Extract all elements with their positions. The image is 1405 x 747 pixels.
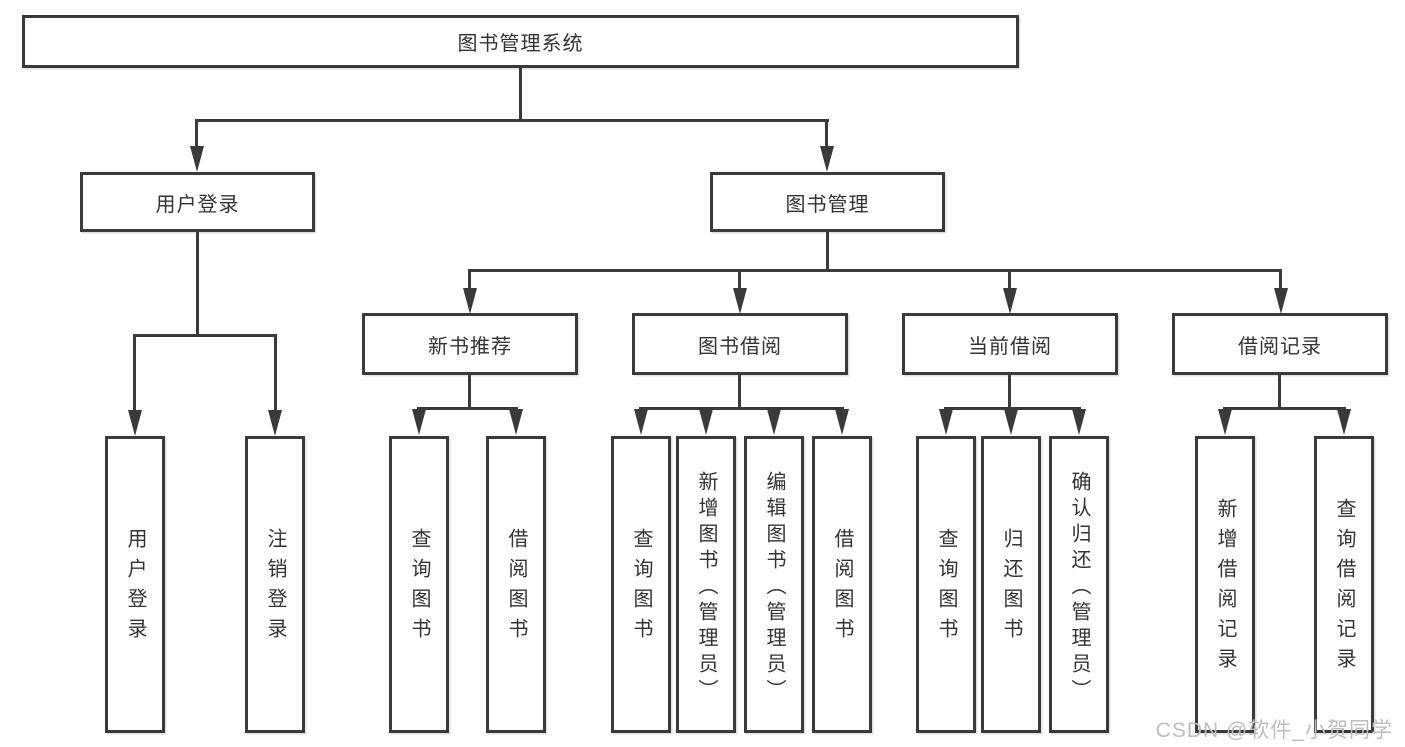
node-new-book-recommend: 新书推荐 <box>362 313 578 375</box>
leaf-borrow-edit-book-admin: 编辑图书（管理员） <box>744 436 804 733</box>
leaf-current-return-book: 归还图书 <box>981 436 1041 733</box>
leaf-label: 确认归还（管理员） <box>1068 470 1090 705</box>
node-book-borrow: 图书借阅 <box>632 313 848 375</box>
connector-line <box>826 232 829 272</box>
leaf-recommend-borrow-book: 借阅图书 <box>486 436 546 733</box>
connector-line <box>738 375 741 409</box>
leaf-label: 借阅图书 <box>831 527 853 648</box>
node-user-login: 用户登录 <box>80 172 315 232</box>
arrow-down <box>1274 288 1288 314</box>
leaf-current-confirm-return-admin: 确认归还（管理员） <box>1049 436 1109 733</box>
connector-line <box>417 407 518 410</box>
leaf-label: 注销登录 <box>264 527 286 648</box>
arrow-down <box>634 409 648 435</box>
watermark: CSDN @软件_小贺同学 <box>1155 719 1393 742</box>
leaf-label: 新增图书（管理员） <box>695 470 717 705</box>
connector-line <box>519 68 522 122</box>
node-book-borrow-label: 图书借阅 <box>698 335 782 358</box>
leaf-label: 查询借阅记录 <box>1333 497 1355 678</box>
connector-line <box>1008 375 1011 409</box>
connector-line <box>468 269 1282 272</box>
connector-line <box>195 119 829 122</box>
leaf-label: 新增借阅记录 <box>1214 497 1236 678</box>
arrow-down <box>1072 409 1086 435</box>
arrow-down <box>1003 288 1017 314</box>
leaf-label: 编辑图书（管理员） <box>763 470 785 705</box>
connector-line <box>133 334 277 337</box>
arrow-down <box>1004 409 1018 435</box>
leaf-label: 查询图书 <box>630 527 652 648</box>
arrow-down <box>733 288 747 314</box>
connector-line <box>825 119 828 151</box>
leaf-logout-login: 注销登录 <box>245 436 305 733</box>
connector-line <box>133 334 136 412</box>
node-user-login-label: 用户登录 <box>155 193 240 216</box>
arrow-down <box>767 409 781 435</box>
connector-line <box>468 269 471 291</box>
leaf-label: 用户登录 <box>124 527 146 648</box>
arrow-down <box>820 146 834 172</box>
node-new-book-recommend-label: 新书推荐 <box>428 335 512 358</box>
node-current-borrow-label: 当前借阅 <box>968 335 1052 358</box>
arrow-down <box>835 409 849 435</box>
connector-line <box>1279 269 1282 291</box>
leaf-label: 归还图书 <box>1000 527 1022 648</box>
connector-line <box>639 407 844 410</box>
leaf-label: 查询图书 <box>935 527 957 648</box>
arrow-down <box>268 410 282 436</box>
connector-line <box>1008 269 1011 291</box>
connector-line <box>944 407 1081 410</box>
connector-line <box>738 269 741 291</box>
leaf-recommend-query-book: 查询图书 <box>389 436 449 733</box>
leaf-borrow-add-book-admin: 新增图书（管理员） <box>676 436 736 733</box>
arrow-down <box>699 409 713 435</box>
node-root-label: 图书管理系统 <box>457 33 584 55</box>
node-borrow-records: 借阅记录 <box>1172 313 1388 375</box>
leaf-user-login: 用户登录 <box>105 436 165 733</box>
leaf-borrow-query-book: 查询图书 <box>611 436 671 733</box>
node-root: 图书管理系统 <box>22 15 1019 68</box>
arrow-down <box>1218 409 1232 435</box>
connector-line <box>196 232 199 336</box>
leaf-borrow-borrow-book: 借阅图书 <box>812 436 872 733</box>
node-current-borrow: 当前借阅 <box>902 313 1118 375</box>
connector-line <box>468 375 471 409</box>
arrow-down <box>412 409 426 435</box>
leaf-current-query-book: 查询图书 <box>916 436 976 733</box>
arrow-down <box>463 288 477 314</box>
connector-line <box>274 334 277 412</box>
arrow-down <box>190 146 204 172</box>
arrow-down <box>1337 409 1351 435</box>
leaf-records-query-record: 查询借阅记录 <box>1314 436 1374 733</box>
arrow-down <box>939 409 953 435</box>
node-book-management-label: 图书管理 <box>785 193 870 216</box>
leaf-label: 借阅图书 <box>505 527 527 648</box>
leaf-records-add-record: 新增借阅记录 <box>1195 436 1255 733</box>
connector-line <box>1278 375 1281 409</box>
leaf-label: 查询图书 <box>408 527 430 648</box>
arrow-down <box>128 410 142 436</box>
connector-line <box>195 119 198 151</box>
connector-line <box>1223 407 1346 410</box>
node-book-management: 图书管理 <box>710 172 945 232</box>
node-borrow-records-label: 借阅记录 <box>1238 335 1322 358</box>
arrow-down <box>509 409 523 435</box>
